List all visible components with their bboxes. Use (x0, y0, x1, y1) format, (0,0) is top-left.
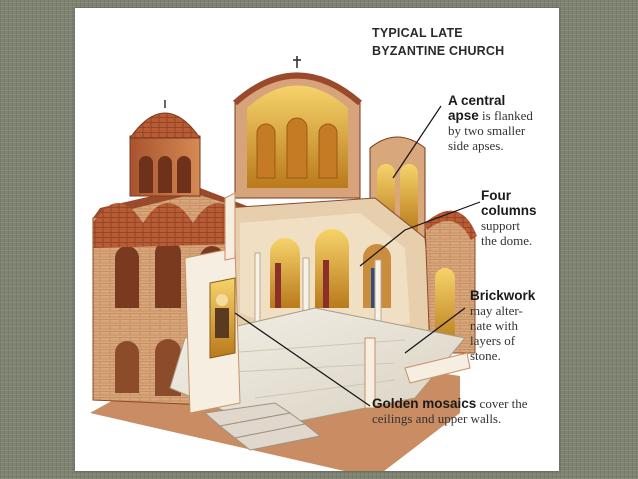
callout-brickwork-term: Brickwork (470, 288, 536, 303)
callout-mosaics-text-2: ceilings and upper walls. (372, 411, 502, 426)
mosaic-panel (209, 277, 236, 359)
diagram-title: TYPICAL LATE BYZANTINE CHURCH (372, 24, 504, 60)
left-small-dome (129, 100, 201, 197)
callout-mosaics-text-1: cover the (476, 396, 528, 411)
callout-columns-term-2: columns (481, 203, 537, 218)
callout-brickwork-text-2: nate with (470, 318, 519, 333)
callout-brickwork-text-4: stone. (470, 348, 501, 363)
slide: TYPICAL LATE BYZANTINE CHURCH A central … (75, 8, 559, 471)
title-line-2: BYZANTINE CHURCH (372, 44, 505, 58)
callout-mosaics-term: Golden mosaics (372, 396, 477, 411)
church-floor (169, 307, 466, 429)
church-cutaway-illustration (90, 56, 481, 471)
callout-columns: Four columns support the dome. (481, 188, 537, 248)
main-dome (233, 56, 362, 199)
leader-lines (234, 105, 481, 407)
callout-apse-term-1: A central (448, 93, 506, 108)
callout-apse-term-2: apse (448, 108, 479, 123)
callout-brickwork-text-3: layers of (470, 333, 516, 348)
front-steps (203, 402, 322, 451)
callout-apse-text-2: by two smaller (448, 123, 526, 138)
callout-brickwork: Brickwork may alter- nate with layers of… (470, 288, 535, 363)
callout-columns-term-1: Four (481, 188, 511, 203)
callout-apse-text-1: is flanked (478, 108, 533, 123)
callout-apse: A central apse is flanked by two smaller… (448, 93, 533, 153)
title-line-1: TYPICAL LATE (372, 26, 463, 40)
callout-columns-text-2: the dome. (481, 233, 533, 248)
callout-apse-text-3: side apses. (448, 138, 504, 153)
callout-columns-text-1: support (481, 218, 520, 233)
callout-mosaics: Golden mosaics cover the ceilings and up… (372, 396, 528, 426)
callout-brickwork-text-1: may alter- (470, 303, 523, 318)
